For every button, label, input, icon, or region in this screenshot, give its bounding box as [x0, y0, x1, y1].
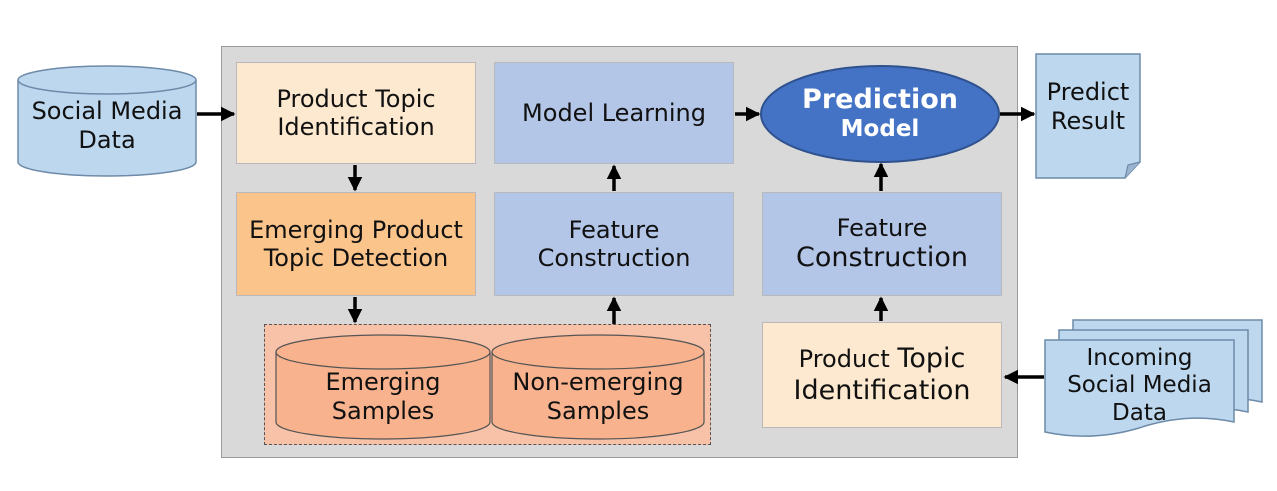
incoming-social-media-data-stack	[1044, 319, 1263, 437]
label: Social Media	[31, 97, 183, 126]
label: Feature	[836, 213, 928, 242]
label: Identification	[793, 375, 971, 406]
predict-result-document	[1035, 53, 1141, 179]
predict-result-label: Predict Result	[1036, 72, 1140, 142]
non-emerging-samples-label: Non-emerging Samples	[492, 362, 704, 432]
label: Model Learning	[522, 98, 706, 127]
prediction-model-ellipse	[760, 65, 1000, 163]
label: Predict	[1046, 78, 1130, 107]
prediction-product-topic-identification-box: Product Topic Identification	[762, 322, 1002, 428]
label: Model	[840, 116, 920, 143]
label: Prediction	[802, 84, 958, 115]
product-topic-identification-box: Product Topic Identification	[236, 62, 476, 164]
feature-construction-box: Feature Construction	[494, 192, 734, 296]
label: Topic	[897, 343, 966, 375]
arrows	[197, 106, 1044, 385]
label: Emerging	[325, 368, 441, 397]
label: Construction	[537, 244, 691, 272]
label: Emerging Product	[249, 215, 463, 244]
label: Data	[78, 126, 136, 154]
label: Construction	[796, 242, 968, 274]
label: Incoming	[1086, 344, 1193, 371]
social-media-data-cylinder	[17, 65, 197, 177]
incoming-social-media-data-label: Incoming Social Media Data	[1045, 338, 1234, 434]
emerging-samples-cylinder	[275, 334, 491, 440]
label: Non-emerging	[512, 368, 684, 397]
label: Identification	[277, 113, 435, 141]
label: Product	[798, 345, 898, 374]
label: Result	[1050, 107, 1126, 135]
label: Samples	[546, 397, 650, 425]
prediction-feature-construction-box: Feature Construction	[762, 192, 1002, 296]
emerging-samples-label: Emerging Samples	[276, 362, 490, 432]
prediction-model-label: Prediction Model	[761, 72, 999, 156]
label: Samples	[331, 397, 435, 425]
label: Product Topic	[276, 84, 436, 113]
emerging-product-topic-detection-box: Emerging Product Topic Detection	[236, 192, 476, 296]
model-learning-box: Model Learning	[494, 62, 734, 164]
non-emerging-samples-cylinder	[491, 334, 705, 440]
label: Data	[1112, 399, 1167, 426]
social-media-data-label: Social Media Data	[18, 88, 196, 164]
label: Topic Detection	[263, 244, 449, 272]
label: Social Media	[1067, 372, 1212, 399]
label: Feature	[568, 215, 660, 244]
